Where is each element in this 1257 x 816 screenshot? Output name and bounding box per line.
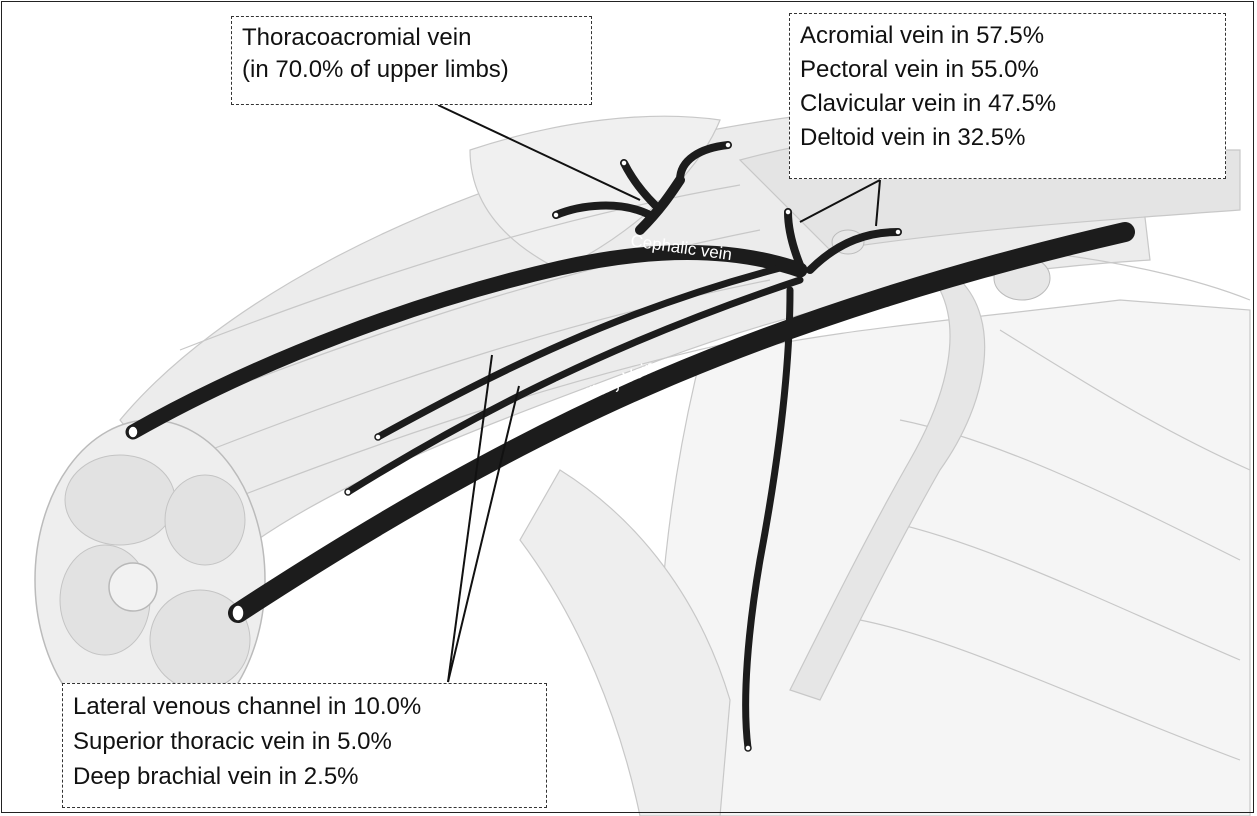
deltoid-end bbox=[785, 209, 791, 215]
thoracoacromial-frequency: (in 70.0% of upper limbs) bbox=[242, 54, 581, 86]
acromial-vein-label: Acromial vein in 57.5% bbox=[800, 19, 1215, 53]
axillary-vein-end bbox=[232, 605, 244, 621]
pectoral-vein-label: Pectoral vein in 55.0% bbox=[800, 53, 1215, 87]
lateral-channel-end bbox=[375, 434, 381, 440]
thoracoacromial-label-box: Thoracoacromial vein (in 70.0% of upper … bbox=[231, 16, 592, 105]
variants-label-box: Lateral venous channel in 10.0% Superior… bbox=[62, 683, 547, 808]
pectoral-end bbox=[621, 160, 627, 166]
humerus-section bbox=[109, 563, 157, 611]
deltoid-vein-label: Deltoid vein in 32.5% bbox=[800, 121, 1215, 155]
superior-thoracic-end bbox=[345, 489, 351, 495]
clavicular-end bbox=[553, 212, 559, 218]
branches-label-box: Acromial vein in 57.5% Pectoral vein in … bbox=[789, 13, 1226, 179]
cephalic-vein-end bbox=[128, 426, 138, 438]
thoracoacromial-title: Thoracoacromial vein bbox=[242, 22, 581, 54]
deep-brachial-end bbox=[745, 745, 751, 751]
lateral-venous-channel-label: Lateral venous channel in 10.0% bbox=[73, 689, 536, 724]
acromial-end bbox=[725, 142, 731, 148]
superior-thoracic-vein-label: Superior thoracic vein in 5.0% bbox=[73, 724, 536, 759]
junction-branch-end bbox=[895, 229, 901, 235]
arm-muscle-compartment-4 bbox=[165, 475, 245, 565]
deep-brachial-vein-label: Deep brachial vein in 2.5% bbox=[73, 759, 536, 794]
arm-muscle-compartment-1 bbox=[65, 455, 175, 545]
clavicular-vein-label: Clavicular vein in 47.5% bbox=[800, 87, 1215, 121]
